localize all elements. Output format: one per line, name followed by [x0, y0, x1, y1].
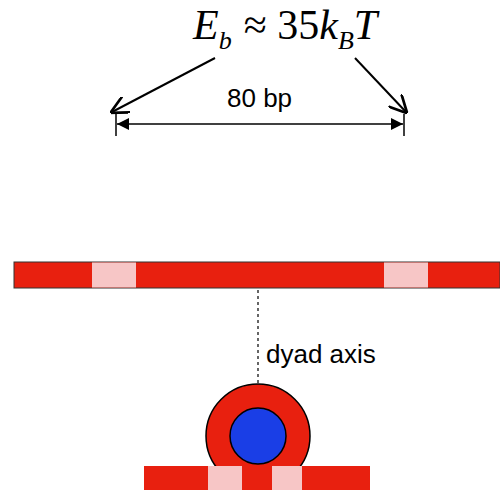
- pointer-arrow: [355, 58, 406, 112]
- axis-label: dyad axis: [266, 340, 376, 369]
- dna-strand: [144, 466, 370, 490]
- dimension-tick: [403, 114, 405, 136]
- binding-site: [384, 263, 428, 288]
- dimension-tick: [115, 114, 117, 136]
- math-symbol: b: [219, 26, 232, 55]
- math-symbol: k: [319, 2, 338, 48]
- pointer-arrow: [112, 58, 215, 112]
- binding-site: [272, 466, 302, 490]
- energy-label: Eb≈ 35kBT: [193, 4, 377, 46]
- math-symbol: ≈ 35: [244, 2, 320, 48]
- dimension-line: [117, 123, 403, 125]
- histone-core: [230, 408, 286, 464]
- math-symbol: B: [338, 26, 354, 55]
- dimension-label: 80 bp: [227, 84, 292, 113]
- binding-site: [208, 466, 242, 490]
- binding-site: [92, 263, 136, 288]
- math-symbol: T: [354, 2, 377, 48]
- dna-strand: [14, 262, 500, 288]
- math-symbol: E: [193, 2, 219, 48]
